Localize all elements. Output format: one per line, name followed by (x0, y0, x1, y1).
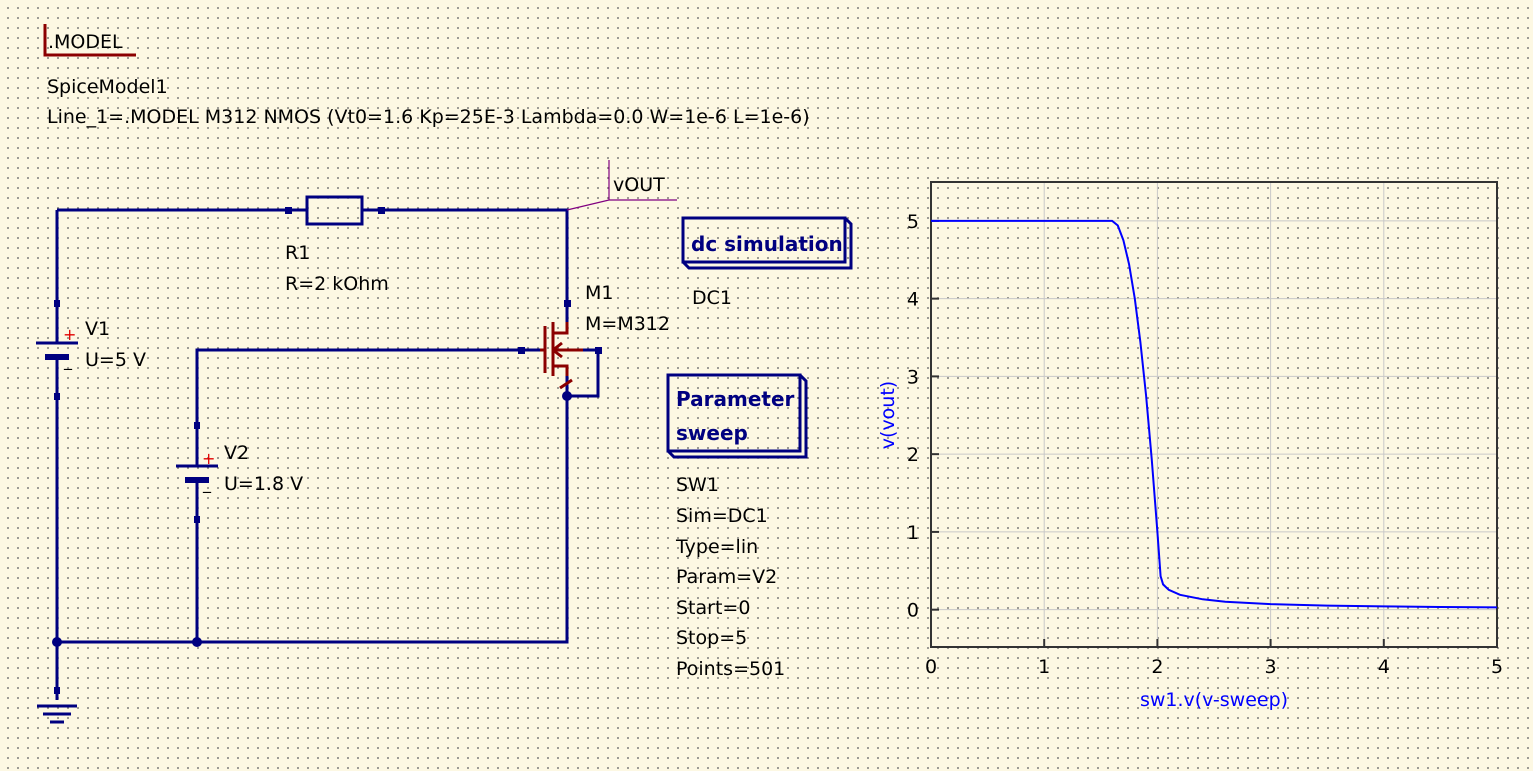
x-tick-label: 3 (1265, 656, 1277, 678)
y-tick-label: 2 (907, 444, 919, 466)
v1-minus: _ (63, 351, 73, 371)
junction-dot (192, 637, 202, 647)
sweep-prop: Param=V2 (676, 566, 777, 588)
m1-name: M1 (585, 282, 613, 304)
dc-simulation-block[interactable]: dc simulation DC1 (681, 216, 853, 309)
sweep-prop: Points=501 (676, 658, 785, 680)
model-bracket (43, 24, 136, 57)
y-tick-label: 3 (907, 366, 919, 388)
r1-name: R1 (285, 242, 310, 264)
y-tick-label: 0 (907, 600, 919, 622)
m1-value: M=M312 (585, 313, 670, 335)
y-tick-label: 5 (907, 211, 919, 233)
y-axis-label: v(vout) (877, 381, 899, 449)
v2-plus: + (202, 449, 215, 468)
parameter-sweep-block[interactable]: Parameter sweep SW1 Sim=DC1 Type=lin Par… (666, 373, 808, 680)
sweep-prop: Stop=5 (676, 627, 747, 649)
resistor-body (305, 195, 364, 226)
series-vout-line (931, 219, 1498, 609)
voltage-source-v1[interactable]: + _ V1 U=5 V (36, 300, 146, 400)
wire-label-vout[interactable]: vOUT (566, 160, 677, 211)
resistor-r1[interactable]: R1 R=2 kOhm (285, 195, 389, 295)
x-axis-label: sw1.v(v-sweep) (1140, 689, 1288, 711)
x-tick-label: 1 (1038, 656, 1050, 678)
v2-name: V2 (224, 442, 249, 464)
sweep-title-2: sweep (676, 421, 748, 445)
v2-value: U=1.8 V (224, 473, 303, 495)
v1-plus: + (63, 325, 76, 344)
sweep-prop: Start=0 (676, 597, 750, 619)
ground-symbol[interactable] (37, 687, 77, 724)
x-tick-label: 4 (1378, 656, 1390, 678)
sweep-prop: SW1 (676, 474, 719, 496)
spice-model[interactable]: .MODEL SpiceModel1 Line_1=.MODEL M312 NM… (43, 24, 810, 128)
r1-value: R=2 kOhm (285, 273, 389, 295)
y-tick-label: 4 (907, 289, 919, 311)
model-line1: Line_1=.MODEL M312 NMOS (Vt0=1.6 Kp=25E-… (47, 106, 810, 128)
v2-minus: _ (202, 474, 212, 494)
dc-sim-title: dc simulation (691, 232, 843, 256)
plot-frame (930, 181, 1498, 648)
cartesian-diagram[interactable]: 0 1 2 3 4 5 0 1 2 3 4 5 sw1.v(v-sweep) v(vout) (877, 181, 1503, 711)
y-tick-label: 1 (907, 522, 919, 544)
x-tick-label: 5 (1491, 656, 1503, 678)
x-tick-label: 0 (925, 656, 937, 678)
x-tick-label: 2 (1151, 656, 1163, 678)
sweep-title-1: Parameter (676, 387, 795, 411)
voltage-source-v2[interactable]: + _ V2 U=1.8 V (176, 422, 303, 523)
vout-label: vOUT (613, 174, 665, 196)
v1-name: V1 (85, 318, 110, 340)
dc-sim-name: DC1 (692, 287, 732, 309)
model-name: SpiceModel1 (47, 76, 168, 98)
junction-dot (562, 391, 572, 401)
model-tag: .MODEL (48, 31, 123, 53)
mosfet-m1[interactable]: M1 M=M312 (518, 282, 670, 401)
v1-value: U=5 V (85, 349, 146, 371)
sweep-prop: Sim=DC1 (676, 505, 768, 527)
sweep-prop: Type=lin (675, 536, 758, 558)
junction-dot (52, 637, 62, 647)
